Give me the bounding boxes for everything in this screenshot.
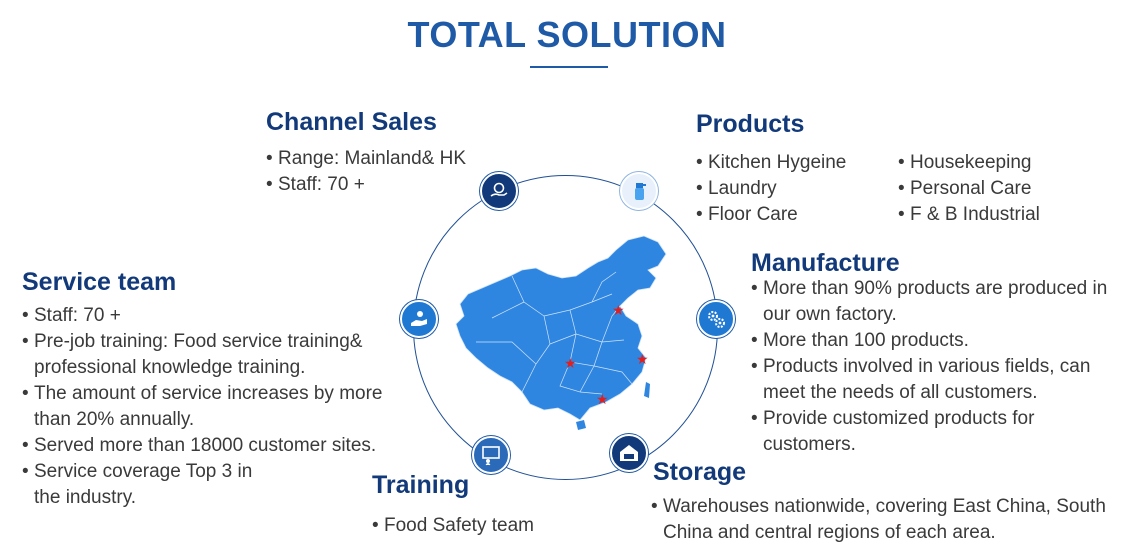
gears-icon	[708, 311, 725, 328]
manufacture-node	[697, 300, 735, 338]
map-hainan-island	[576, 420, 586, 430]
products-node	[620, 172, 658, 210]
manufacture-heading: Manufacture	[751, 249, 900, 277]
list-item: Laundry	[696, 176, 896, 202]
marker-star: ★	[612, 303, 625, 319]
list-item: Pre-job training: Food service training&…	[22, 329, 414, 381]
channel-sales-node	[480, 172, 518, 210]
list-item: Housekeeping	[898, 150, 1098, 176]
marker-star: ★	[636, 352, 649, 368]
map-taiwan-island	[644, 382, 650, 398]
presentation-board-icon	[482, 446, 500, 466]
list-item: Provide customized products for customer…	[751, 406, 1083, 458]
training-heading: Training	[372, 471, 470, 499]
map-province-lines	[476, 271, 633, 395]
warehouse-truck-icon	[620, 445, 638, 461]
service-team-list: Staff: 70 + Pre-job training: Food servi…	[22, 303, 414, 511]
list-item: The amount of service increases by more …	[22, 381, 414, 433]
marker-star: ★	[564, 356, 577, 372]
list-item: Kitchen Hygeine	[696, 150, 896, 176]
manufacture-list: More than 90% products are produced in o…	[751, 276, 1129, 458]
products-list-col2: Housekeeping Personal Care F & B Industr…	[898, 150, 1098, 228]
list-item: Served more than 18000 customer sites.	[22, 433, 414, 459]
title-underline	[530, 66, 608, 68]
training-node	[472, 436, 510, 474]
training-list: Food Safety team	[372, 513, 592, 539]
marker-star: ★	[596, 392, 609, 408]
products-list-col1: Kitchen Hygeine Laundry Floor Care	[696, 150, 896, 228]
page-title: TOTAL SOLUTION	[407, 14, 727, 55]
list-item: Service coverage Top 3 in the industry.	[22, 459, 264, 511]
list-item: Food Safety team	[372, 513, 592, 539]
products-heading: Products	[696, 110, 805, 138]
channel-sales-heading: Channel Sales	[266, 108, 437, 136]
list-item: F & B Industrial	[898, 202, 1098, 228]
list-item: Staff: 70 +	[22, 303, 414, 329]
list-item: Staff: 70 +	[266, 172, 526, 198]
list-item: More than 100 products.	[751, 328, 1129, 354]
list-item: Range: Mainland& HK	[266, 146, 526, 172]
storage-node	[610, 434, 648, 472]
handshake-icon	[411, 311, 427, 326]
list-item: More than 90% products are produced in o…	[751, 276, 1129, 328]
list-item: Floor Care	[696, 202, 896, 228]
service-team-heading: Service team	[22, 268, 177, 296]
spray-bottle-icon	[635, 183, 646, 200]
list-item: Warehouses nationwide, covering East Chi…	[651, 494, 1111, 546]
china-map: ★ ★ ★ ★	[455, 235, 667, 430]
channel-sales-list: Range: Mainland& HK Staff: 70 +	[266, 146, 526, 198]
list-item: Products involved in various fields, can…	[751, 354, 1129, 406]
map-landmass	[455, 235, 667, 421]
hand-coin-icon	[490, 182, 508, 197]
service-team-node	[400, 300, 438, 338]
list-item: Personal Care	[898, 176, 1098, 202]
storage-list: Warehouses nationwide, covering East Chi…	[651, 494, 1111, 546]
storage-heading: Storage	[653, 458, 747, 486]
